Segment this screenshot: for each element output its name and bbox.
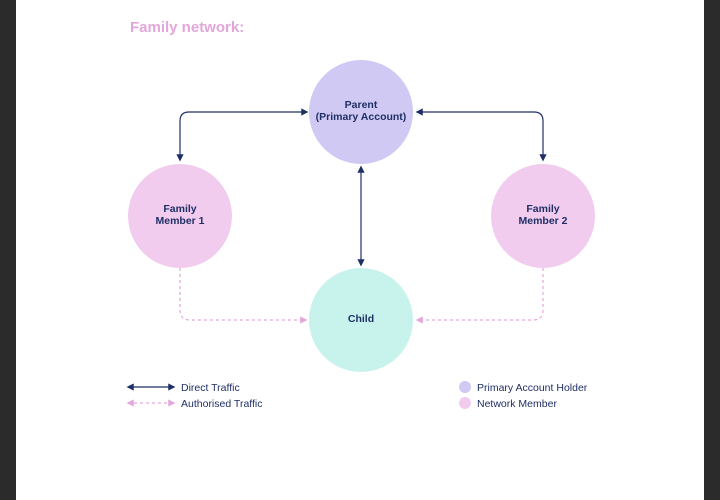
- node-parent-line1: Parent: [345, 99, 378, 111]
- node-child-line1: Child: [348, 313, 374, 325]
- node-member1: Family Member 1: [128, 164, 232, 268]
- connector-member2-child: [415, 268, 544, 324]
- node-parent-line2: (Primary Account): [316, 111, 407, 123]
- family-network-diagram: Parent (Primary Account) Family Member 1…: [126, 60, 595, 410]
- node-member2-line1: Family: [526, 203, 559, 215]
- legend-direct-label: Direct Traffic: [181, 382, 240, 394]
- connector-parent-member2: [415, 108, 547, 162]
- node-child: Child: [309, 268, 413, 372]
- legend-member-label: Network Member: [477, 398, 557, 410]
- diagram-heading: Family network:: [130, 19, 245, 36]
- node-parent: Parent (Primary Account): [309, 60, 413, 164]
- legend-primary-label: Primary Account Holder: [477, 382, 588, 394]
- legend-primary-swatch: [459, 381, 471, 393]
- legend: Direct Traffic Authorised Traffic Primar…: [126, 381, 588, 410]
- node-member2: Family Member 2: [491, 164, 595, 268]
- connector-parent-member1: [176, 108, 309, 162]
- node-member1-line1: Family: [163, 203, 196, 215]
- legend-authorised-label: Authorised Traffic: [181, 398, 263, 410]
- node-member2-line2: Member 2: [518, 215, 567, 227]
- legend-member-swatch: [459, 397, 471, 409]
- connector-member1-child: [179, 268, 308, 324]
- page: Family network: Parent (Primary Account)…: [16, 0, 704, 500]
- node-member1-line2: Member 1: [155, 215, 204, 227]
